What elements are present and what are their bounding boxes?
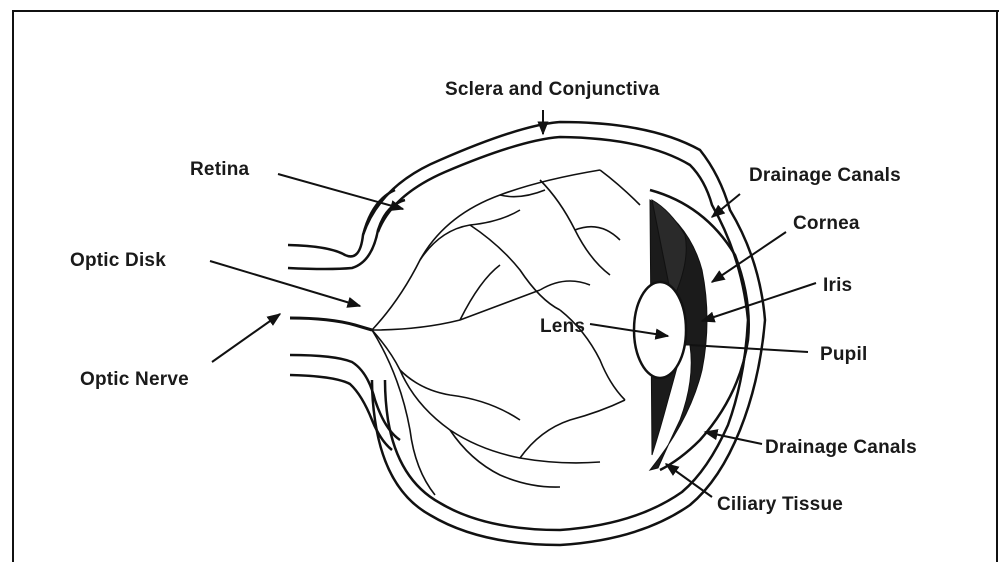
label-iris: Iris — [823, 275, 852, 296]
label-drainage-bottom: Drainage Canals — [765, 437, 917, 458]
label-pupil: Pupil — [820, 344, 867, 365]
leader-arrows — [210, 110, 816, 497]
label-cornea: Cornea — [793, 213, 860, 234]
label-optic-nerve: Optic Nerve — [80, 369, 189, 390]
lens-shape — [634, 282, 686, 378]
arrow-iris — [702, 283, 816, 321]
label-drainage-top: Drainage Canals — [749, 165, 901, 186]
retinal-vessels — [372, 170, 640, 495]
arrow-ciliary — [666, 464, 712, 497]
label-optic-disk: Optic Disk — [70, 250, 166, 271]
label-lens: Lens — [540, 316, 585, 337]
arrow-retina — [278, 174, 403, 209]
label-sclera: Sclera and Conjunctiva — [445, 79, 660, 100]
label-retina: Retina — [190, 159, 249, 180]
pupil-line — [690, 345, 808, 352]
arrow-optic-nerve — [212, 314, 280, 362]
label-ciliary: Ciliary Tissue — [717, 494, 843, 515]
